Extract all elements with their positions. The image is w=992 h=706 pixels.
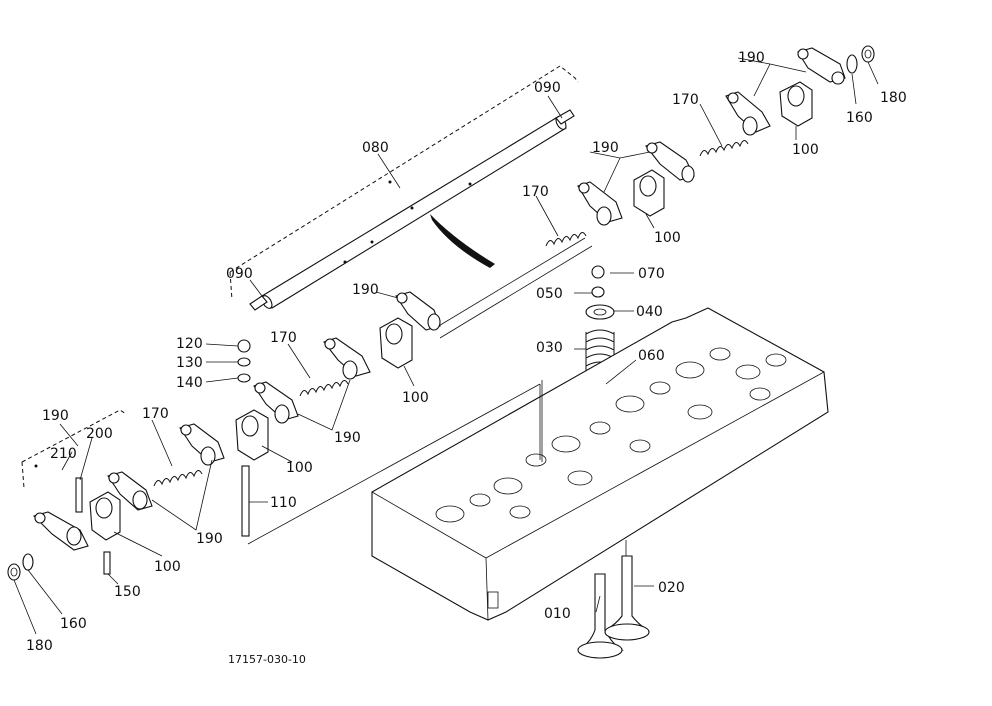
label-140: 140 (176, 375, 203, 391)
label-190-top-right: 190 (738, 50, 765, 66)
label-070: 070 (638, 266, 665, 282)
rocker-group-middle-right (545, 141, 695, 247)
label-190-middle-right: 190 (592, 140, 619, 156)
label-100-center-left: 100 (286, 460, 313, 476)
label-170-middle-right: 170 (522, 184, 549, 200)
label-190-left: 190 (42, 408, 69, 424)
label-160-bottom-left: 160 (60, 616, 87, 632)
label-120: 120 (176, 336, 203, 352)
label-100-top-right: 100 (792, 142, 819, 158)
rocker-group-center (235, 291, 441, 537)
label-100-middle-right: 100 (654, 230, 681, 246)
label-180-bottom-left: 180 (26, 638, 53, 654)
label-060: 060 (638, 348, 665, 364)
label-190-center-left: 190 (334, 430, 361, 446)
label-100-bottom-left: 100 (154, 559, 181, 575)
valves (577, 540, 650, 659)
rocker-shaft-assembly (229, 65, 593, 339)
label-170-left: 170 (142, 406, 169, 422)
label-090-top: 090 (534, 80, 561, 96)
label-110: 110 (270, 495, 297, 511)
callout-labels: 090 080 090 190 180 160 170 100 190 170 … (26, 50, 907, 666)
label-050: 050 (536, 286, 563, 302)
label-180-top-right: 180 (880, 90, 907, 106)
label-040: 040 (636, 304, 663, 320)
label-020: 020 (658, 580, 685, 596)
label-190-center: 190 (352, 282, 379, 298)
label-130: 130 (176, 355, 203, 371)
label-170-center: 170 (270, 330, 297, 346)
cylinder-head (247, 307, 829, 621)
label-170-top-right: 170 (672, 92, 699, 108)
drawing-number: 17157-030-10 (228, 653, 306, 666)
label-190-bottom-left: 190 (196, 531, 223, 547)
leader-lines (13, 57, 879, 635)
label-080: 080 (362, 140, 389, 156)
label-030: 030 (536, 340, 563, 356)
label-210: 210 (50, 446, 77, 462)
label-090-left: 090 (226, 266, 253, 282)
label-150: 150 (114, 584, 141, 600)
label-160-top-right: 160 (846, 110, 873, 126)
label-010: 010 (544, 606, 571, 622)
rocker-group-top-right (699, 45, 875, 157)
label-200: 200 (86, 426, 113, 442)
label-100-center: 100 (402, 390, 429, 406)
rocker-group-left (7, 409, 225, 581)
